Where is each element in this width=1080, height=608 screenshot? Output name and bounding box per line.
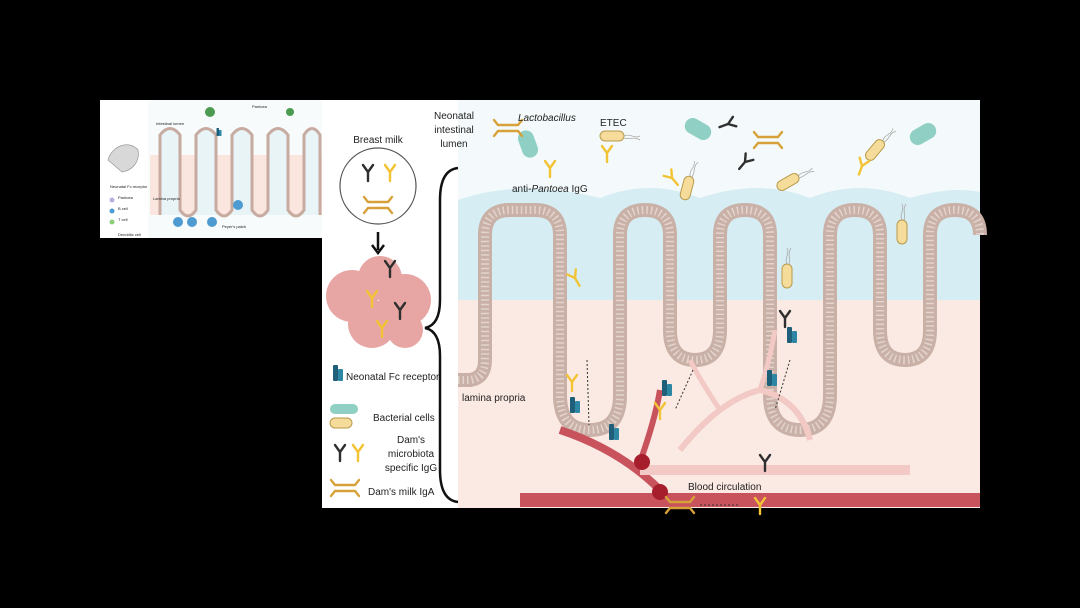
legend-bacteria-icon-1 [330, 404, 358, 414]
label-etec: ETEC [600, 118, 627, 129]
inset-legend-5: Dendritic cell [118, 232, 141, 237]
label-lactobacillus: Lactobacillus [518, 113, 576, 124]
label-breast-milk: Breast milk [353, 135, 403, 146]
legend-iga-label: Dam's milk IgA [368, 487, 435, 498]
legend-fc-label: Neonatal Fc receptor [346, 372, 440, 383]
label-blood-circulation: Blood circulation [688, 482, 761, 493]
inset-label-lumen: Intestinal lumen [156, 121, 184, 126]
legend-igg-label-2: microbiota [388, 449, 435, 460]
inset-panel: Intestinal lumen Pantoea Lamina propria … [100, 100, 322, 238]
inset-label-pantoea: Pantoea [252, 104, 268, 109]
inset-legend-1: Neonatal Fc receptor [110, 184, 148, 189]
inset-label-lamina: Lamina propria [153, 196, 180, 201]
label-lumen-2: intestinal [434, 125, 473, 136]
legend-igg-label-1: Dam's [397, 435, 425, 446]
legend-igg-label-3: specific IgG [385, 463, 437, 474]
label-lamina-propria: lamina propria [462, 393, 526, 404]
inset-label-peyers: Peyer's patch [222, 224, 246, 229]
inset-legend-2: Pantoea [118, 195, 134, 200]
legend-bacteria-icon-2 [330, 418, 352, 428]
label-anti-pantoea: anti-Pantoea IgG [512, 184, 588, 195]
label-lumen-3: lumen [440, 139, 467, 150]
breast-milk-circle [340, 148, 416, 224]
inset-legend-4: T cell [118, 217, 128, 222]
inset-legend-3: B cell [118, 206, 128, 211]
legend-bacteria-label: Bacterial cells [373, 413, 435, 424]
label-lumen-1: Neonatal [434, 111, 474, 122]
